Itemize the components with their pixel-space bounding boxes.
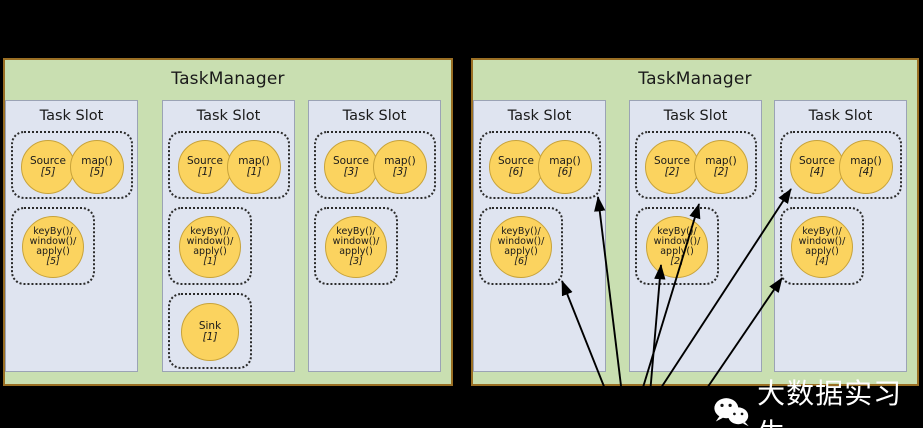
operator-name: Source bbox=[186, 154, 224, 167]
operator-index: [2] bbox=[670, 256, 684, 268]
operator-index: [5] bbox=[46, 256, 60, 268]
operator-index: [2] bbox=[713, 166, 729, 178]
operator-window[interactable]: keyBy()/ window()/ apply() [5] bbox=[22, 216, 84, 278]
operator-chain-group: Source [1] map() [1] bbox=[168, 131, 290, 199]
operator-source[interactable]: Source [2] bbox=[645, 140, 699, 194]
operator-index: [5] bbox=[89, 166, 105, 178]
operator-index: [2] bbox=[664, 166, 680, 178]
watermark: 大数据实习生 bbox=[712, 372, 923, 428]
task-slot-label: Task Slot bbox=[196, 108, 261, 124]
task-slot[interactable]: Task Slot Source [3] map() [3] keyBy()/ … bbox=[308, 100, 441, 372]
window-operator-group: keyBy()/ window()/ apply() [3] bbox=[314, 207, 398, 285]
wechat-icon bbox=[714, 398, 749, 427]
operator-name-line2: window()/ bbox=[186, 235, 234, 247]
operator-index: [4] bbox=[809, 166, 825, 178]
operator-map[interactable]: map() [2] bbox=[694, 140, 748, 194]
task-slot-label: Task Slot bbox=[39, 108, 104, 124]
operator-name: Source bbox=[798, 154, 836, 167]
operator-sink[interactable]: Sink [1] bbox=[181, 303, 239, 361]
operator-source[interactable]: Source [3] bbox=[324, 140, 378, 194]
operator-map[interactable]: map() [1] bbox=[227, 140, 281, 194]
taskmanager-title: TaskManager bbox=[638, 69, 752, 89]
operator-name-line2: window()/ bbox=[798, 235, 846, 247]
operator-index: [3] bbox=[343, 166, 359, 178]
operator-window[interactable]: keyBy()/ window()/ apply() [6] bbox=[490, 216, 552, 278]
operator-name-line3: apply() bbox=[339, 246, 373, 257]
task-slot[interactable]: Task Slot Source [2] map() [2] keyBy()/ … bbox=[629, 100, 762, 372]
operator-name-line2: window()/ bbox=[332, 235, 380, 247]
window-operator-group: keyBy()/ window()/ apply() [2] bbox=[635, 207, 719, 285]
operator-chain-group: Source [5] map() [5] bbox=[11, 131, 133, 199]
sink-operator-group: Sink [1] bbox=[168, 293, 252, 369]
task-slot[interactable]: Task Slot Source [5] map() [5] keyBy()/ … bbox=[5, 100, 138, 372]
operator-map[interactable]: map() [6] bbox=[538, 140, 592, 194]
operator-name-line1: keyBy()/ bbox=[33, 225, 73, 237]
operator-index: [1] bbox=[197, 166, 213, 178]
operator-index: [1] bbox=[202, 331, 218, 343]
operator-window[interactable]: keyBy()/ window()/ apply() [3] bbox=[325, 216, 387, 278]
task-slot-label: Task Slot bbox=[808, 108, 873, 124]
task-slot[interactable]: Task Slot Source [6] map() [6] keyBy()/ … bbox=[473, 100, 606, 372]
operator-name-line1: keyBy()/ bbox=[501, 225, 541, 237]
operator-name: Sink bbox=[198, 319, 222, 332]
operator-window[interactable]: keyBy()/ window()/ apply() [4] bbox=[791, 216, 853, 278]
operator-name: map() bbox=[238, 154, 270, 167]
operator-chain-group: Source [3] map() [3] bbox=[314, 131, 436, 199]
operator-index: [3] bbox=[349, 256, 363, 268]
operator-map[interactable]: map() [4] bbox=[839, 140, 893, 194]
operator-window[interactable]: keyBy()/ window()/ apply() [2] bbox=[646, 216, 708, 278]
operator-chain-group: Source [2] map() [2] bbox=[635, 131, 757, 199]
task-slot-label: Task Slot bbox=[342, 108, 407, 124]
operator-name: Source bbox=[497, 154, 535, 167]
operator-chain-group: Source [6] map() [6] bbox=[479, 131, 601, 199]
operator-name: map() bbox=[81, 154, 113, 167]
operator-name: Source bbox=[332, 154, 370, 167]
operator-index: [6] bbox=[557, 166, 573, 178]
operator-name: Source bbox=[29, 154, 67, 167]
taskmanager-panel-left: TaskManager Task Slot Source [1] map() [… bbox=[3, 58, 453, 386]
operator-name-line1: keyBy()/ bbox=[190, 225, 230, 237]
operator-index: [1] bbox=[246, 166, 262, 178]
operator-index: [6] bbox=[514, 256, 528, 268]
operator-name: map() bbox=[549, 154, 581, 167]
operator-index: [4] bbox=[815, 256, 829, 268]
window-operator-group: keyBy()/ window()/ apply() [1] bbox=[168, 207, 252, 285]
watermark-text: 大数据实习生 bbox=[757, 377, 903, 428]
task-slot[interactable]: Task Slot Source [4] map() [4] keyBy()/ … bbox=[774, 100, 907, 372]
operator-name-line3: apply() bbox=[805, 246, 839, 257]
operator-name-line1: keyBy()/ bbox=[802, 225, 842, 237]
operator-chain-group: Source [4] map() [4] bbox=[780, 131, 902, 199]
taskmanager-panel-right: TaskManager Task Slot Source [2] map() [… bbox=[471, 58, 919, 386]
task-slot-label: Task Slot bbox=[663, 108, 728, 124]
operator-name: Source bbox=[653, 154, 691, 167]
operator-name-line3: apply() bbox=[193, 246, 227, 257]
window-operator-group: keyBy()/ window()/ apply() [6] bbox=[479, 207, 563, 285]
operator-index: [5] bbox=[40, 166, 56, 178]
operator-name: map() bbox=[705, 154, 737, 167]
operator-index: [4] bbox=[858, 166, 874, 178]
task-slot[interactable]: Task Slot Source [1] map() [1] keyBy()/ … bbox=[162, 100, 295, 372]
operator-index: [6] bbox=[508, 166, 524, 178]
taskmanager-title: TaskManager bbox=[171, 69, 285, 89]
operator-name: map() bbox=[850, 154, 882, 167]
operator-map[interactable]: map() [3] bbox=[373, 140, 427, 194]
operator-name-line1: keyBy()/ bbox=[336, 225, 376, 237]
window-operator-group: keyBy()/ window()/ apply() [5] bbox=[11, 207, 95, 285]
operator-source[interactable]: Source [5] bbox=[21, 140, 75, 194]
operator-index: [3] bbox=[392, 166, 408, 178]
operator-name-line3: apply() bbox=[504, 246, 538, 257]
operator-index: [1] bbox=[203, 256, 217, 268]
operator-window[interactable]: keyBy()/ window()/ apply() [1] bbox=[179, 216, 241, 278]
operator-name: map() bbox=[384, 154, 416, 167]
operator-source[interactable]: Source [6] bbox=[489, 140, 543, 194]
operator-source[interactable]: Source [4] bbox=[790, 140, 844, 194]
task-slot-label: Task Slot bbox=[507, 108, 572, 124]
operator-source[interactable]: Source [1] bbox=[178, 140, 232, 194]
operator-name-line3: apply() bbox=[36, 246, 70, 257]
operator-name-line2: window()/ bbox=[29, 235, 77, 247]
operator-name-line2: window()/ bbox=[497, 235, 545, 247]
window-operator-group: keyBy()/ window()/ apply() [4] bbox=[780, 207, 864, 285]
operator-map[interactable]: map() [5] bbox=[70, 140, 124, 194]
